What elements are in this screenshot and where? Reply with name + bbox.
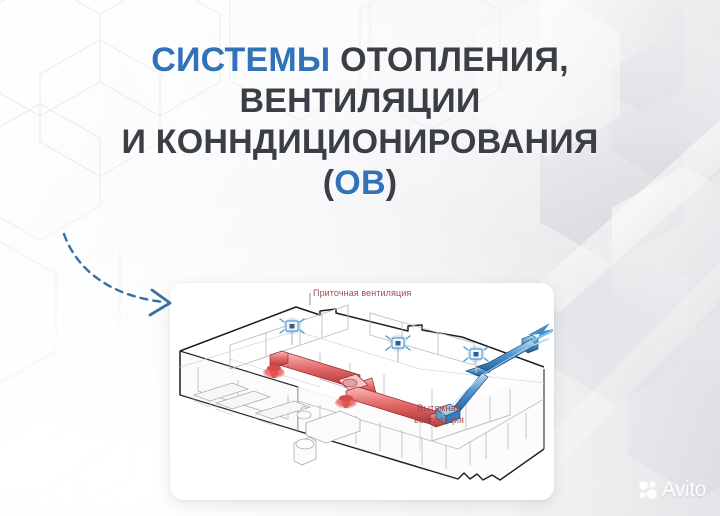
label-supply-ventilation: Приточная вентиляция	[313, 288, 412, 298]
exhaust-arrow	[528, 323, 554, 346]
avito-dots-icon	[638, 481, 657, 500]
label-exhaust-ventilation: Вытяжная вентиляция	[399, 402, 479, 426]
hvac-diagram-card: Приточная вентиляция Вытяжная вентиляция	[170, 283, 554, 500]
title-line-1-rest: отопления,	[340, 41, 569, 79]
hvac-isometric-floorplan	[179, 293, 554, 481]
avito-brand-text: Avito	[661, 478, 707, 501]
title-line-2: вентиляции	[239, 82, 481, 120]
label-exhaust-line-2: вентиляция	[414, 415, 464, 425]
title-accent-ov: ОВ	[334, 164, 386, 202]
page-title: Системы отопления, вентиляции и конндици…	[0, 40, 720, 204]
dashed-curved-arrow-icon	[62, 232, 172, 317]
title-paren-open: (	[322, 164, 335, 202]
pointer-arrow	[60, 228, 200, 323]
title-line-3: и конндиционирования	[121, 123, 599, 161]
title-line-1: Системы отопления,	[0, 40, 720, 81]
title-paren-close: )	[385, 164, 398, 202]
label-exhaust-line-1: Вытяжная	[417, 403, 461, 413]
avito-watermark: Avito	[638, 478, 706, 502]
title-accent-systems: Системы	[151, 41, 331, 79]
title-line-4: (ОВ)	[0, 163, 720, 204]
